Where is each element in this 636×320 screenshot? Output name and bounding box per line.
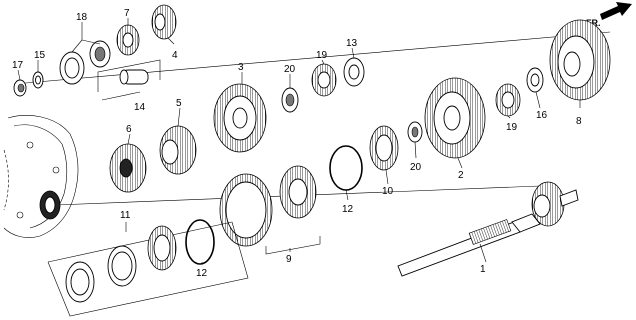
front-direction-indicator: FR. bbox=[586, 2, 632, 28]
callout-12-middle: 12 bbox=[342, 204, 354, 215]
callout-12-lower: 12 bbox=[196, 268, 208, 279]
callout-3: 3 bbox=[238, 62, 244, 73]
part-11-synchro-set bbox=[47, 221, 249, 317]
callout-1: 1 bbox=[480, 264, 486, 275]
callout-9: 9 bbox=[286, 254, 292, 265]
front-label: FR. bbox=[586, 18, 601, 28]
callout-15: 15 bbox=[34, 50, 46, 61]
part-8-gear bbox=[549, 19, 611, 101]
part-16-thrust-washer bbox=[526, 67, 544, 93]
callout-10: 10 bbox=[382, 186, 394, 197]
callout-17: 17 bbox=[12, 60, 24, 71]
callout-5: 5 bbox=[176, 98, 182, 109]
part-14-collar bbox=[97, 59, 161, 101]
callout-8: 8 bbox=[576, 116, 582, 127]
part-6-gear bbox=[109, 143, 147, 193]
part-10-synchro-ring bbox=[369, 125, 399, 171]
part-17-locknut bbox=[13, 79, 27, 97]
leader-lines bbox=[17, 18, 581, 264]
axis-line-upper bbox=[13, 31, 611, 85]
callout-18: 18 bbox=[76, 12, 88, 23]
part-1-mainshaft bbox=[397, 181, 579, 277]
callout-4: 4 bbox=[172, 50, 178, 61]
part-15-washer bbox=[32, 71, 44, 89]
transmission-case bbox=[3, 115, 79, 238]
callout-2: 2 bbox=[458, 170, 464, 181]
callout-20-lower: 20 bbox=[410, 162, 422, 173]
part-20-thrust-washer-upper bbox=[281, 87, 299, 113]
callout-11: 11 bbox=[120, 210, 131, 221]
part-19-needle-bearing-lower bbox=[495, 83, 521, 117]
callout-13: 13 bbox=[346, 38, 358, 49]
part-13-distance-collar bbox=[343, 57, 365, 87]
part-12-snap-ring-middle bbox=[329, 145, 363, 191]
callout-7: 7 bbox=[124, 8, 130, 19]
callout-14: 14 bbox=[134, 102, 146, 113]
part-4-gear bbox=[151, 4, 177, 40]
callout-16: 16 bbox=[536, 110, 548, 121]
callout-6: 6 bbox=[126, 124, 132, 135]
part-5-gear bbox=[159, 125, 197, 175]
part-7-gear bbox=[116, 24, 140, 56]
callout-19-upper: 19 bbox=[316, 50, 328, 61]
part-9-synchro-assembly bbox=[219, 165, 321, 255]
callout-labels: 1 2 3 4 5 6 7 8 9 10 11 12 12 13 14 15 1… bbox=[12, 8, 582, 279]
part-19-needle-bearing-upper bbox=[311, 63, 337, 97]
part-12-snap-ring-lower bbox=[185, 219, 215, 265]
part-18-ball-bearing bbox=[59, 40, 111, 85]
part-3-gear bbox=[213, 83, 267, 153]
callout-19-lower: 19 bbox=[506, 122, 518, 133]
part-20-thrust-washer-lower bbox=[407, 121, 423, 143]
callout-20-upper: 20 bbox=[284, 64, 296, 75]
part-2-gear bbox=[424, 77, 486, 159]
